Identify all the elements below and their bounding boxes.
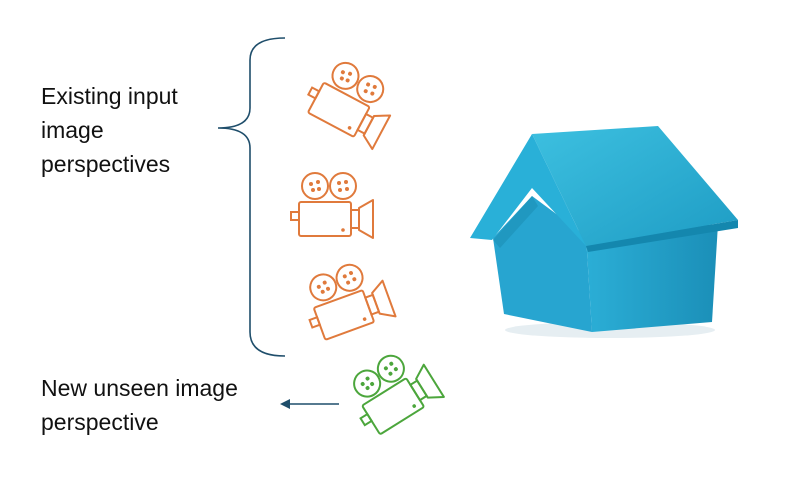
movie-camera-icon: [290, 172, 374, 239]
bracket: [217, 37, 286, 357]
existing-perspectives-label: Existing input image perspectives: [41, 83, 178, 177]
house-icon: [470, 126, 738, 338]
movie-camera-icon: [338, 340, 445, 442]
movie-camera-icon: [295, 254, 397, 346]
arrow-icon: [280, 399, 339, 409]
movie-camera-icon: [298, 52, 404, 151]
new-perspective-label: New unseen image perspective: [41, 375, 238, 435]
